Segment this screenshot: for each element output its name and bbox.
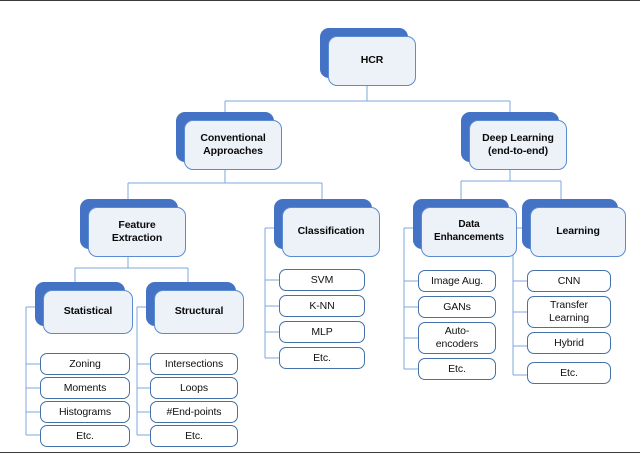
node-structural[interactable]: Structural: [146, 282, 244, 334]
leaf-image-aug[interactable]: Image Aug.: [418, 270, 496, 292]
node-deep-learning[interactable]: Deep Learning (end-to-end): [461, 112, 567, 170]
leaf-histograms-label: Histograms: [58, 405, 112, 418]
node-data-enhancements-label: Data Enhancements: [431, 219, 507, 245]
node-learning-label: Learning: [556, 225, 600, 238]
leaf-moments[interactable]: Moments: [40, 377, 130, 399]
leaf-gans[interactable]: GANs: [418, 296, 496, 318]
leaf-transfer-learning[interactable]: Transfer Learning: [527, 296, 611, 328]
top-rule: [0, 0, 640, 1]
leaf-hybrid[interactable]: Hybrid: [527, 332, 611, 354]
leaf-svm[interactable]: SVM: [279, 269, 365, 291]
leaf-gans-label: GANs: [443, 300, 471, 313]
label-line-1: Deep Learning: [482, 131, 554, 144]
node-classification[interactable]: Classification: [274, 199, 380, 257]
node-conventional-approaches-face: Conventional Approaches: [184, 120, 282, 170]
leaf-classification-etc[interactable]: Etc.: [279, 347, 365, 369]
node-statistical-label: Statistical: [63, 305, 113, 318]
leaf-data-enhancements-etc[interactable]: Etc.: [418, 358, 496, 380]
leaf-learning-etc-label: Etc.: [560, 366, 578, 379]
leaf-knn-label: K-NN: [309, 299, 335, 312]
node-hcr-label: HCR: [360, 54, 384, 67]
leaf-data-enhancements-etc-label: Etc.: [448, 362, 466, 375]
label-line-1: Conventional: [200, 131, 266, 144]
leaf-mlp[interactable]: MLP: [279, 321, 365, 343]
node-conventional-approaches-label: Conventional Approaches: [197, 132, 268, 159]
node-structural-label: Structural: [174, 305, 224, 318]
leaf-moments-label: Moments: [63, 381, 107, 394]
node-learning[interactable]: Learning: [522, 199, 626, 257]
leaf-statistical-etc[interactable]: Etc.: [40, 425, 130, 447]
label-line-2: Extraction: [111, 232, 163, 244]
node-deep-learning-label: Deep Learning (end-to-end): [479, 132, 557, 159]
node-statistical[interactable]: Statistical: [35, 282, 133, 334]
leaf-cnn[interactable]: CNN: [527, 270, 611, 292]
node-structural-face: Structural: [154, 290, 244, 334]
label-line-2: encoders: [435, 338, 479, 350]
node-learning-face: Learning: [530, 207, 626, 257]
node-feature-extraction-face: Feature Extraction: [88, 207, 186, 257]
leaf-intersections-label: Intersections: [164, 357, 224, 370]
leaf-structural-etc-label: Etc.: [185, 429, 203, 442]
label-line-2: Learning: [548, 312, 590, 324]
leaf-end-points[interactable]: #End-points: [150, 401, 238, 423]
leaf-image-aug-label: Image Aug.: [430, 274, 484, 287]
leaf-statistical-etc-label: Etc.: [76, 429, 94, 442]
node-classification-label: Classification: [297, 225, 365, 238]
node-data-enhancements-face: Data Enhancements: [421, 207, 517, 257]
leaf-mlp-label: MLP: [311, 325, 333, 338]
node-feature-extraction[interactable]: Feature Extraction: [80, 199, 186, 257]
node-deep-learning-face: Deep Learning (end-to-end): [469, 120, 567, 170]
node-classification-face: Classification: [282, 207, 380, 257]
label-line-1: Transfer: [550, 299, 588, 312]
label-line-1: Auto-: [444, 325, 470, 338]
node-hcr-face: HCR: [328, 36, 416, 86]
label-line-1: Feature: [118, 218, 156, 231]
node-conventional-approaches[interactable]: Conventional Approaches: [176, 112, 282, 170]
leaf-transfer-learning-label: Transfer Learning: [549, 299, 589, 324]
leaf-cnn-label: CNN: [557, 274, 581, 287]
leaf-end-points-label: #End-points: [166, 405, 222, 418]
node-data-enhancements[interactable]: Data Enhancements: [413, 199, 517, 257]
label-line-2: (end-to-end): [487, 145, 549, 157]
leaf-classification-etc-label: Etc.: [313, 351, 331, 364]
leaf-loops[interactable]: Loops: [150, 377, 238, 399]
node-statistical-face: Statistical: [43, 290, 133, 334]
node-hcr[interactable]: HCR: [320, 28, 416, 86]
leaf-structural-etc[interactable]: Etc.: [150, 425, 238, 447]
leaf-auto-encoders-label: Auto- encoders: [435, 325, 479, 350]
leaf-histograms[interactable]: Histograms: [40, 401, 130, 423]
leaf-loops-label: Loops: [179, 381, 209, 394]
label-line-1: Data: [458, 219, 480, 231]
label-line-2: Enhancements: [434, 232, 504, 243]
leaf-zoning-label: Zoning: [69, 357, 101, 370]
leaf-svm-label: SVM: [310, 273, 334, 286]
leaf-intersections[interactable]: Intersections: [150, 353, 238, 375]
label-line-2: Approaches: [203, 145, 263, 157]
leaf-hybrid-label: Hybrid: [554, 336, 584, 349]
leaf-learning-etc[interactable]: Etc.: [527, 362, 611, 384]
leaf-auto-encoders[interactable]: Auto- encoders: [418, 322, 496, 354]
leaf-zoning[interactable]: Zoning: [40, 353, 130, 375]
leaf-knn[interactable]: K-NN: [279, 295, 365, 317]
node-feature-extraction-label: Feature Extraction: [109, 219, 165, 246]
